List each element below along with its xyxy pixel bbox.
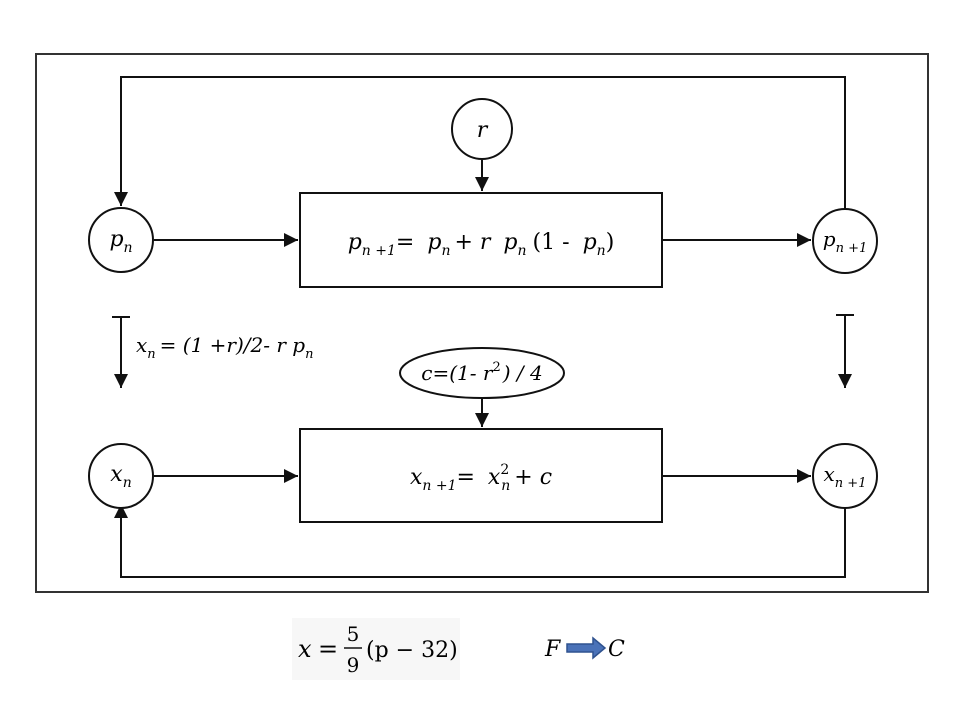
top-feedback-line [114, 76, 846, 210]
unit-conversion: F C [544, 636, 625, 662]
formula-denominator: 9 [347, 653, 360, 677]
formula-lhs: x [298, 635, 312, 663]
logistic-map-box [299, 192, 663, 288]
p-next-label: pn +1 [823, 227, 867, 256]
conversion-from: F [544, 637, 561, 662]
quadratic-map-box [299, 428, 663, 523]
x-n-label: xn [110, 462, 131, 491]
formula-equals: = [318, 635, 338, 663]
footer-formula: x = 5 9 (p − 32) [292, 618, 460, 680]
x-n-node [88, 443, 154, 509]
conversion-arrow-icon [566, 636, 607, 660]
logistic-map-equation: pn +1= pn+ r pn(1 - pn) [348, 230, 615, 259]
p-n-node [88, 207, 154, 273]
diagram-frame [35, 53, 929, 593]
formula-numerator: 5 [347, 622, 360, 646]
r-node-label: r [477, 118, 489, 143]
p-n-label: pn [109, 227, 132, 256]
x-next-node [812, 443, 878, 509]
r-node [451, 98, 513, 160]
transform-equation: xn= (1 +r)/2- r pn [136, 333, 313, 362]
conversion-to: C [608, 637, 625, 662]
formula-rest: (p − 32) [366, 638, 458, 663]
bottom-feedback-line [114, 504, 846, 578]
x-next-label: xn +1 [824, 462, 867, 491]
c-definition-label: c=(1- r2) / 4 [421, 360, 542, 385]
p-next-node [812, 208, 878, 274]
